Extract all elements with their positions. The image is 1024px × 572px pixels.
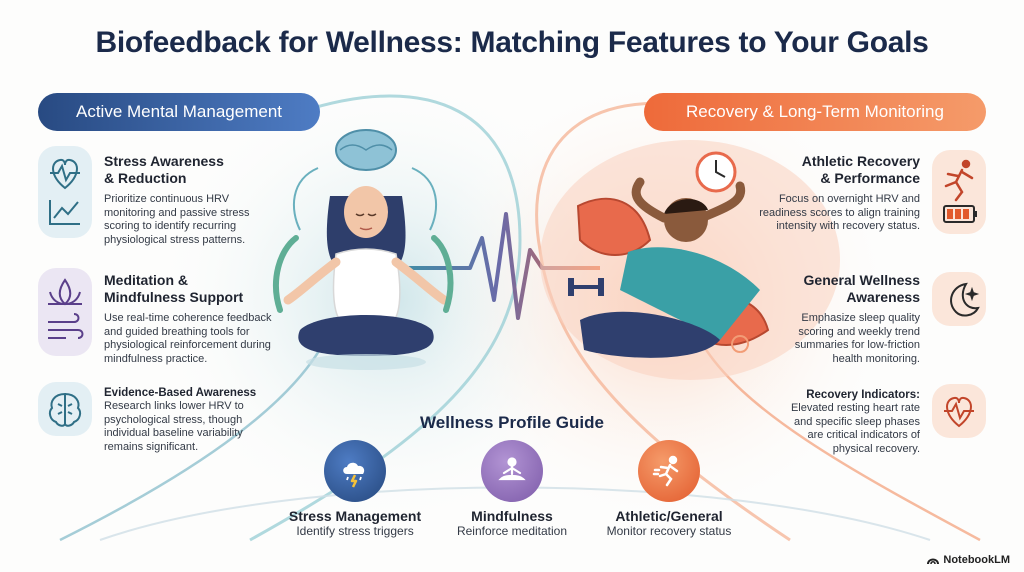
notebooklm-logo-icon	[927, 558, 940, 565]
section-text: summaries for low-friction	[794, 339, 920, 351]
section-text: readiness scores to align training	[759, 206, 920, 219]
lotus-icon	[48, 278, 82, 306]
section-text: physical recovery.	[832, 442, 920, 455]
section-title: Stress Awareness	[104, 153, 224, 169]
section-text: are critical indicators of	[807, 429, 921, 441]
runner-icon	[944, 159, 974, 202]
battery-icon	[943, 205, 977, 223]
breath-wind-icon	[48, 313, 84, 339]
general-wellness-section: General Wellness Awareness Emphasize sle…	[738, 272, 920, 366]
leaf-2	[431, 235, 454, 313]
section-text: and guided breathing tools for	[104, 325, 250, 338]
profile-title: Stress Management	[288, 508, 422, 524]
heart-pulse-icon	[944, 396, 974, 428]
leaf	[273, 235, 299, 313]
section-title: Recovery Indicators:	[806, 389, 920, 401]
profile-subtitle: Identify stress triggers	[296, 524, 414, 538]
section-text: mindfulness practice.	[104, 352, 208, 365]
brain-icon	[48, 392, 82, 427]
recovery-indicators-section: Recovery Indicators: Elevated resting he…	[738, 388, 920, 456]
evidence-based-section: Evidence-Based Awareness Research links …	[104, 386, 279, 454]
profile-title: Mindfulness	[471, 508, 553, 524]
dumbbell-icon	[568, 278, 604, 296]
section-text: intensity with recovery status.	[776, 220, 920, 232]
white-shirt	[332, 248, 401, 323]
left-ribbon	[249, 94, 522, 542]
active-mental-management-header: Active Mental Management	[38, 93, 320, 131]
profile-title: Athletic/General	[615, 508, 723, 524]
section-title: & Performance	[820, 170, 920, 186]
section-text: monitoring and passive stress	[104, 206, 250, 219]
pants	[580, 311, 720, 358]
section-text: Prioritize continuous HRV	[104, 193, 230, 205]
heartbeat-pulse-line	[400, 212, 600, 320]
section-title: Athletic Recovery	[801, 153, 920, 169]
section-title: Mindfulness Support	[104, 289, 244, 305]
section-text: scoring to identify recurring	[104, 220, 237, 232]
profile-subtitle: Reinforce meditation	[456, 524, 568, 538]
section-text: health monitoring.	[832, 352, 920, 365]
muscle-illustration	[576, 197, 652, 256]
notebooklm-brand: NotebookLM	[927, 554, 1010, 566]
meditating-woman-illustration	[273, 129, 454, 370]
section-text: Research links lower HRV to	[104, 400, 244, 412]
section-text: physiological reinforcement during	[104, 339, 271, 351]
profile-athletic-general: Athletic/General Monitor recovery status	[599, 440, 739, 538]
section-text: individual baseline variability	[104, 427, 243, 439]
profile-stress-management: Stress Management Identify stress trigge…	[285, 440, 425, 538]
section-title: Awareness	[846, 289, 920, 305]
section-text: Emphasize sleep quality	[801, 312, 920, 324]
section-title: General Wellness	[803, 272, 920, 288]
section-text: remains significant.	[104, 440, 199, 453]
page-title: Biofeedback for Wellness: Matching Featu…	[95, 26, 929, 59]
profile-mindfulness: Mindfulness Reinforce meditation	[442, 440, 582, 538]
section-title: Evidence-Based Awareness	[104, 387, 257, 399]
wellness-profile-guide-title: Wellness Profile Guide	[420, 413, 604, 432]
legs	[298, 315, 434, 356]
section-title: Meditation &	[104, 272, 188, 288]
meditation-icon	[481, 440, 543, 502]
profile-subtitle: Monitor recovery status	[606, 524, 732, 538]
stress-awareness-section: Stress Awareness & Reduction Prioritize …	[104, 153, 279, 247]
brand-label: NotebookLM	[943, 554, 1010, 566]
moon-stars-icon	[950, 282, 980, 317]
section-text: Focus on overnight HRV and	[778, 193, 920, 205]
heart-pulse-icon	[50, 158, 80, 190]
section-title: & Reduction	[104, 170, 187, 186]
section-text: and specific sleep phases	[794, 415, 920, 428]
section-text: Use real-time coherence feedback	[104, 312, 272, 324]
storm-cloud-icon	[324, 440, 386, 502]
section-text: physiological stress patterns.	[104, 233, 246, 246]
runner-icon	[638, 440, 700, 502]
face	[344, 186, 388, 238]
recovery-monitoring-header: Recovery & Long-Term Monitoring	[644, 93, 986, 131]
teal-shirt	[620, 247, 760, 340]
section-text: psychological stress, though	[104, 413, 243, 426]
athletic-recovery-section: Athletic Recovery & Performance Focus on…	[738, 153, 920, 234]
left-ribbon-2	[59, 329, 332, 542]
section-text: Elevated resting heart rate	[790, 402, 920, 414]
trend-chart-icon	[49, 200, 80, 225]
section-text: scoring and weekly trend	[798, 325, 920, 338]
reclining-man-illustration	[540, 140, 840, 380]
meditation-mindfulness-section: Meditation & Mindfulness Support Use rea…	[104, 272, 289, 366]
